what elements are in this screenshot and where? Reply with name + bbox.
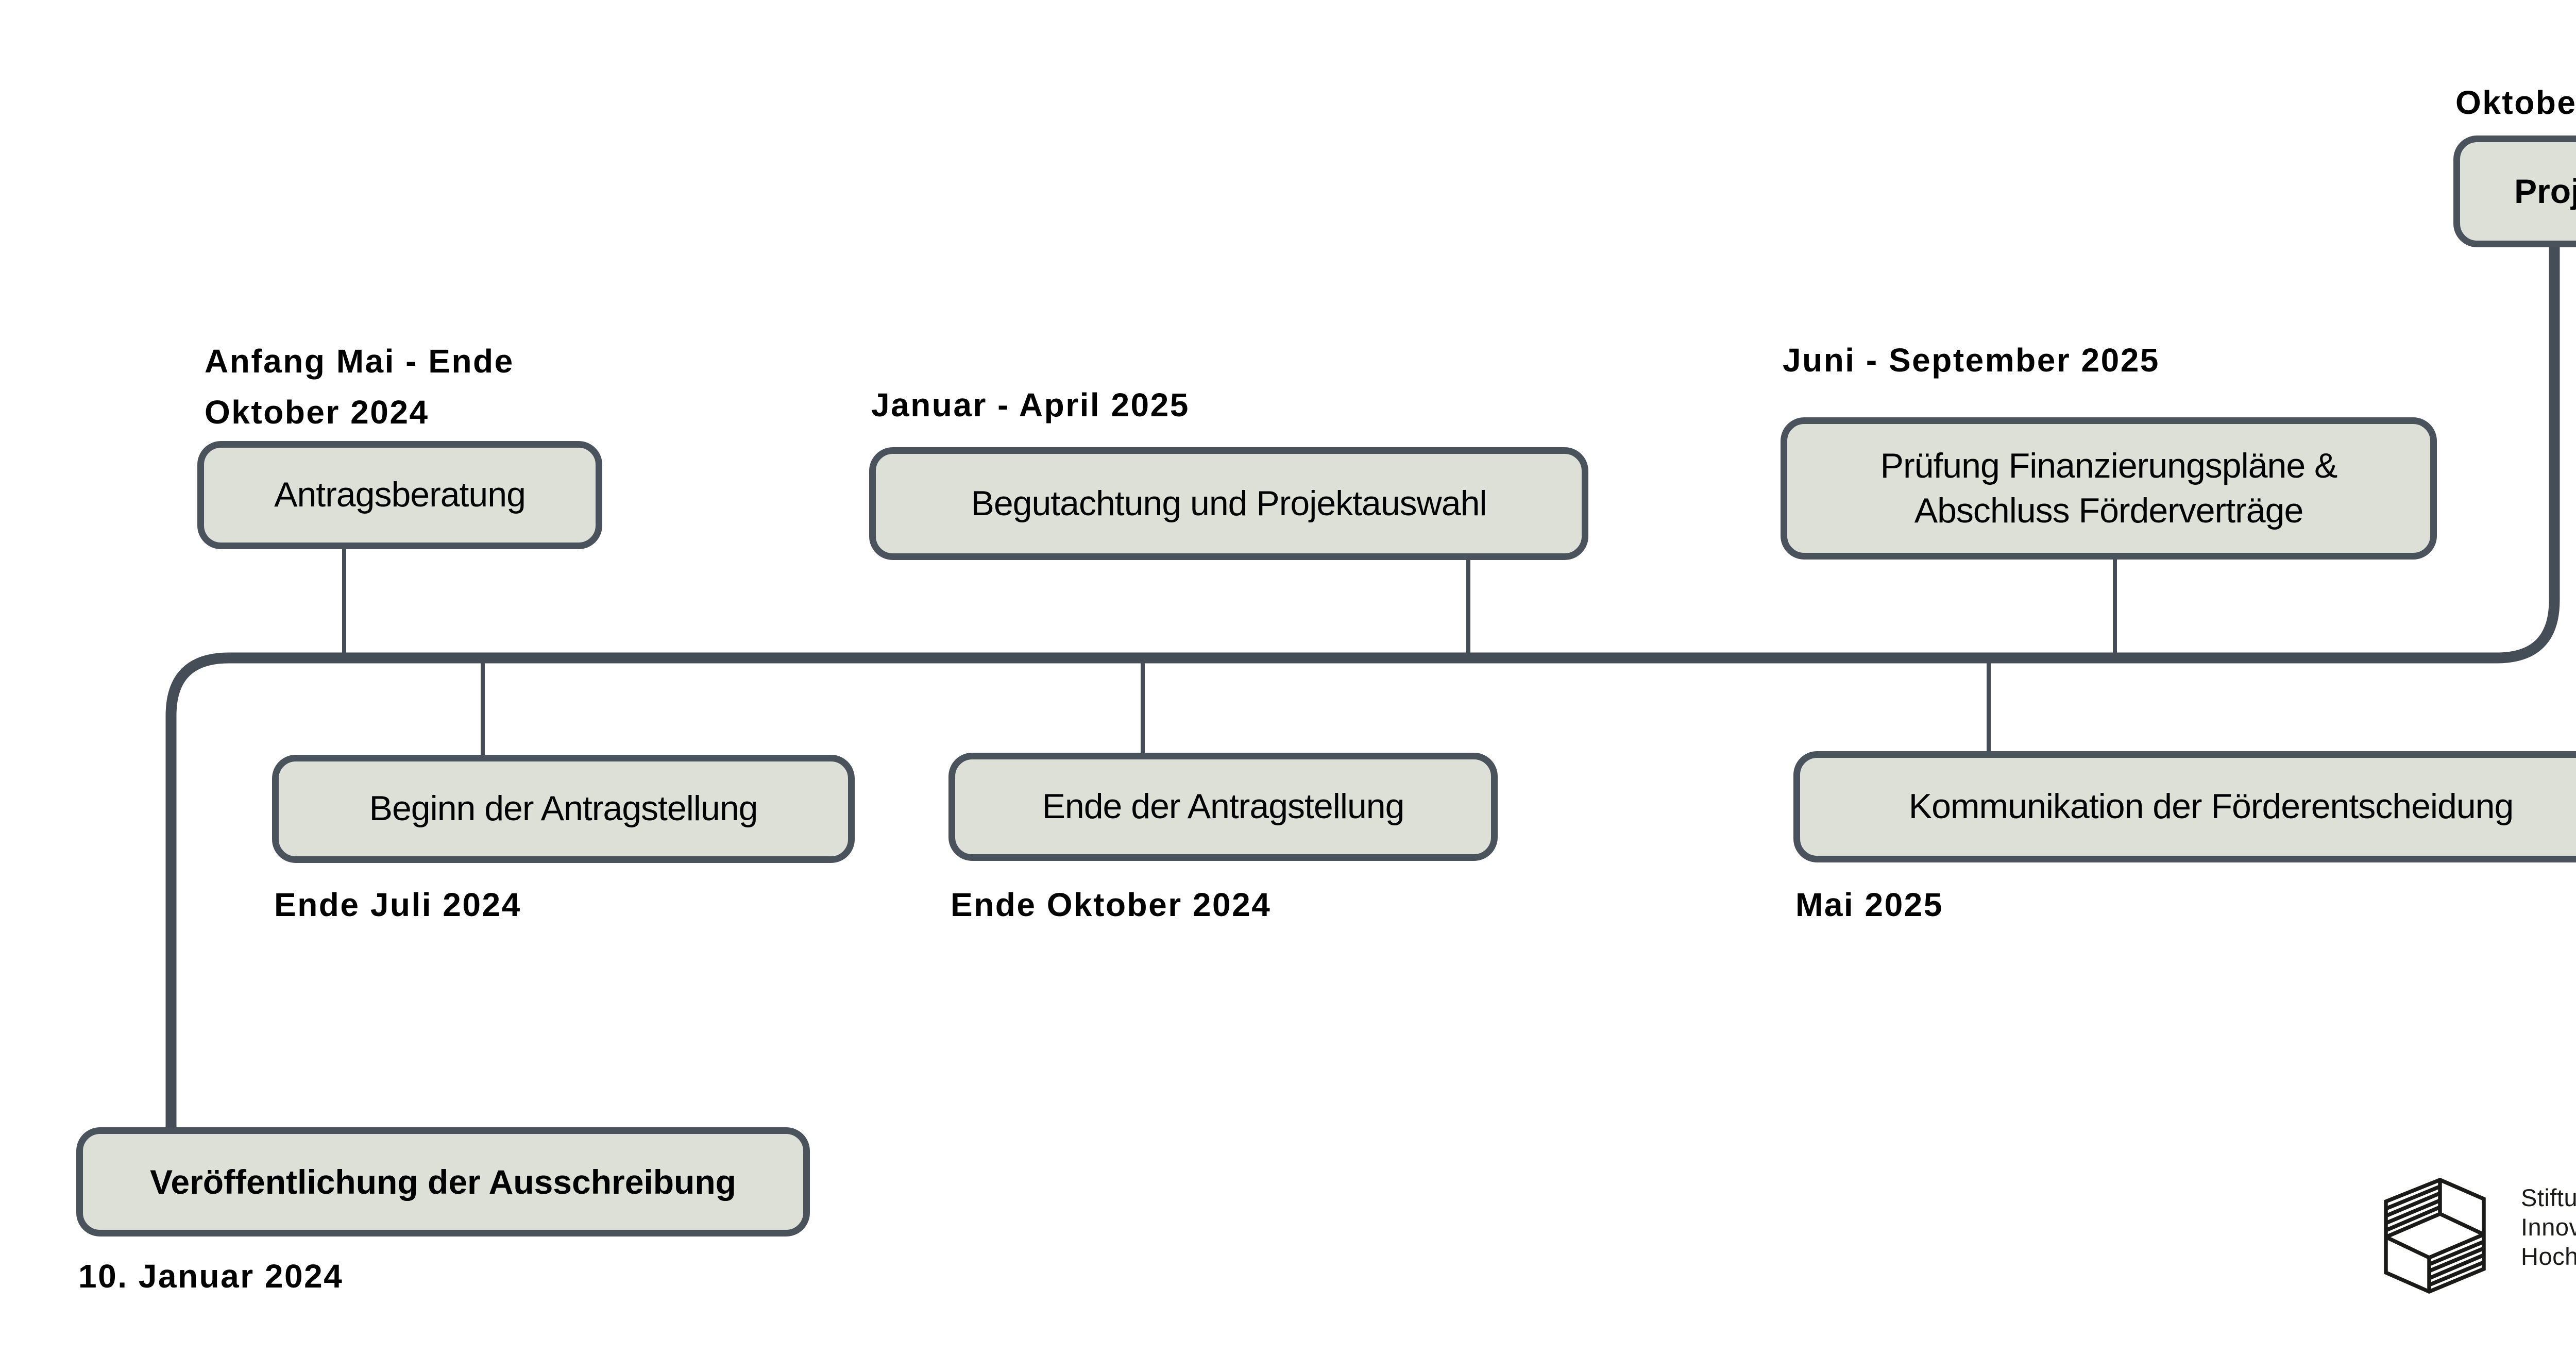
event-box-beginn-antragstellung: Beginn der Antragstellung	[272, 755, 855, 863]
stiftung-logo: Stiftung Innovation in der Hochschullehr…	[2384, 1178, 2576, 1294]
event-date-beginn-antragstellung: Ende Juli 2024	[274, 886, 521, 923]
event-label: Veröffentlichung der Ausschreibung	[149, 1162, 737, 1201]
stiftung-logo-text: Stiftung Innovation in der Hochschullehr…	[2521, 1184, 2576, 1270]
event-date-projektstart: Oktober 2025	[2455, 84, 2576, 121]
event-date-kommunikation: Mai 2025	[1795, 886, 1943, 923]
event-date-begutachtung: Januar - April 2025	[871, 386, 1190, 424]
event-date-veroeffentlichung: 10. Januar 2024	[78, 1258, 344, 1295]
event-box-kommunikation: Kommunikation der Förderentscheidung	[1793, 751, 2576, 862]
event-date-pruefung: Juni - September 2025	[1783, 342, 2160, 379]
event-label: Beginn der Antragstellung	[369, 789, 758, 828]
event-box-ende-antragstellung: Ende der Antragstellung	[948, 753, 1498, 861]
event-label: Begutachtung und Projektauswahl	[971, 483, 1487, 523]
event-date-antragsberatung: Anfang Mai - Ende Oktober 2024	[205, 343, 514, 431]
event-date-ende-antragstellung: Ende Oktober 2024	[951, 886, 1272, 923]
event-box-begutachtung: Begutachtung und Projektauswahl	[869, 447, 1588, 560]
event-label: Projektstart	[2514, 172, 2576, 211]
timeline-main-path	[165, 246, 2560, 1128]
event-label: Prüfung Finanzierungspläne & Abschluss F…	[1880, 446, 2338, 530]
stil-open-box-icon	[2384, 1178, 2486, 1294]
event-box-veroeffentlichung: Veröffentlichung der Ausschreibung	[76, 1127, 810, 1237]
event-box-pruefung: Prüfung Finanzierungspläne & Abschluss F…	[1781, 417, 2437, 560]
event-label: Ende der Antragstellung	[1042, 787, 1405, 826]
event-box-projektstart: Projektstart	[2453, 135, 2576, 247]
event-label: Antragsberatung	[274, 475, 526, 515]
event-box-antragsberatung: Antragsberatung	[197, 441, 602, 549]
event-label: Kommunikation der Förderentscheidung	[1908, 787, 2514, 826]
